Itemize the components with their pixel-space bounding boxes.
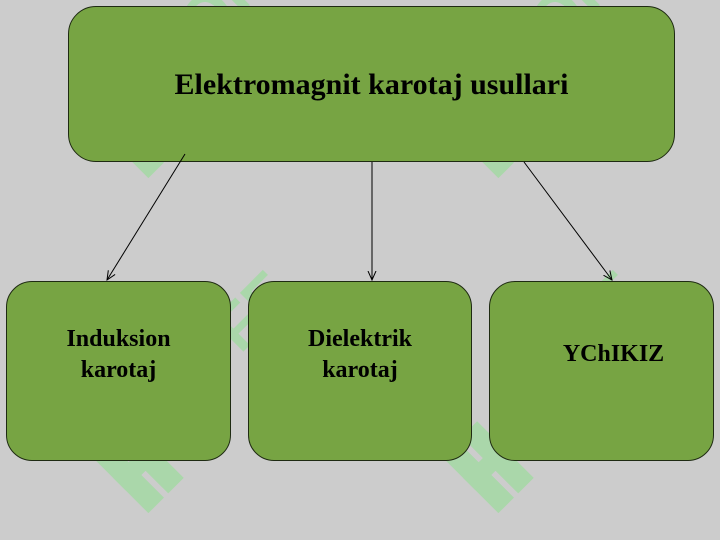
child-node-induksion: Induksion karotaj xyxy=(6,281,231,461)
child-node-dielektrik: Dielektrik karotaj xyxy=(248,281,472,461)
root-node-label: Elektromagnit karotaj usullari xyxy=(174,67,569,101)
child-node-ychikiz: YChIKIZ xyxy=(489,281,714,461)
child-node-label: Induksion karotaj xyxy=(66,325,171,383)
root-node: Elektromagnit karotaj usullari xyxy=(68,6,675,162)
child-node-label: Dielektrik karotaj xyxy=(308,325,412,383)
connector-arrow-right xyxy=(523,161,612,280)
child-node-label: YChIKIZ xyxy=(562,341,665,368)
connector-arrow-left xyxy=(107,153,186,280)
